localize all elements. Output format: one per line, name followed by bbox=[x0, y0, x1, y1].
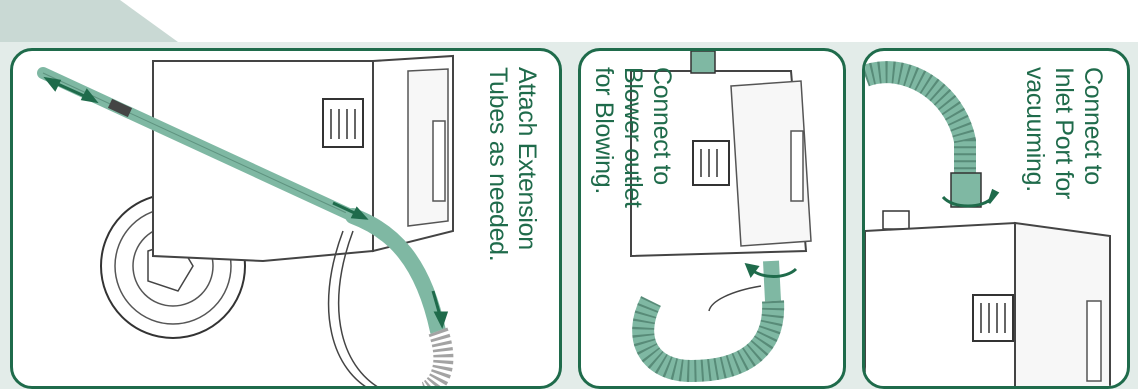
caption-line: Blower outlet bbox=[618, 67, 647, 208]
caption-line: Inlet Port for bbox=[1049, 67, 1078, 199]
panel-attach-extension-tubes: Attach Extension Tubes as needed. bbox=[10, 48, 562, 389]
caption-line: Attach Extension bbox=[512, 67, 541, 261]
caption-line: vacuuming. bbox=[1020, 67, 1049, 199]
panel-connect-inlet-port: Connect to Inlet Port for vacuuming. bbox=[862, 48, 1130, 389]
vacuum-extension-illustration bbox=[13, 51, 562, 389]
caption-connect-inlet-port: Connect to Inlet Port for vacuuming. bbox=[1020, 67, 1107, 199]
panel-connect-blower-outlet: Connect to Blower outlet for Blowing. bbox=[578, 48, 846, 389]
caption-line: Tubes as needed. bbox=[483, 67, 512, 261]
caption-line: for Blowing. bbox=[589, 67, 618, 208]
top-strip bbox=[0, 0, 1138, 42]
caption-line: Connect to bbox=[1078, 67, 1107, 199]
caption-attach-extension-tubes: Attach Extension Tubes as needed. bbox=[483, 67, 541, 261]
caption-line: Connect to bbox=[647, 67, 676, 208]
caption-connect-blower-outlet: Connect to Blower outlet for Blowing. bbox=[589, 67, 676, 208]
